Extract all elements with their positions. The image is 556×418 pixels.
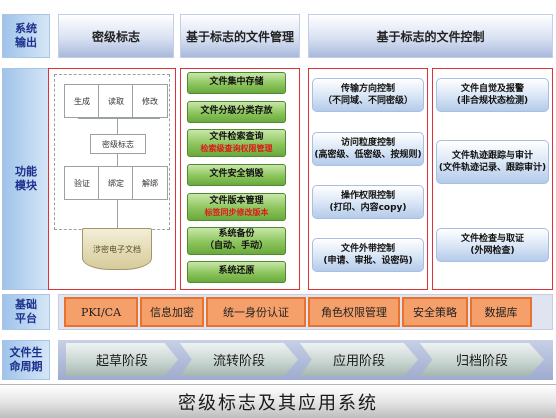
platform-database: 数据库 — [470, 297, 532, 327]
row-label-platform: 基础 平台 — [2, 294, 50, 330]
row-label-output: 系统 输出 — [2, 14, 50, 58]
btn-central-storage[interactable]: 文件集中存储 — [187, 72, 286, 94]
bind-box: 绑定 — [98, 166, 134, 200]
btn-file-search[interactable]: 文件检索查询 检索级查询权限管理 — [187, 129, 286, 157]
btn-access-granularity-control[interactable]: 访问粒度控制 (高密级、低密级、按规则) — [312, 132, 424, 166]
read-box: 读取 — [98, 84, 134, 118]
platform-encryption: 信息加密 — [140, 297, 204, 327]
row-label-function: 功能 模块 — [2, 68, 50, 290]
header-file-management: 基于标志的文件管理 — [180, 14, 300, 58]
btn-tiered-storage[interactable]: 文件分级分类存放 — [187, 101, 286, 123]
stage-archive: 归档阶段 — [420, 343, 544, 376]
unbind-box: 解绑 — [132, 166, 168, 200]
classified-document-icon: 涉密电子文档 — [82, 228, 152, 270]
platform-pki-ca: PKI/CA — [64, 297, 138, 327]
btn-secure-destroy[interactable]: 文件安全销毁 — [187, 164, 286, 186]
btn-system-backup[interactable]: 系统备份 （自动、手动） — [187, 227, 286, 255]
stage-circulation: 流转阶段 — [180, 343, 298, 376]
modify-box: 修改 — [132, 84, 168, 118]
header-security-label: 密级标志 — [58, 14, 174, 58]
stage-application: 应用阶段 — [300, 343, 418, 376]
btn-system-restore[interactable]: 系统还原 — [187, 261, 286, 283]
verify-box: 验证 — [64, 166, 100, 200]
btn-operation-permission-control[interactable]: 操作权限控制 (打印、内容copy) — [312, 185, 424, 219]
btn-file-export-control[interactable]: 文件外带控制 (申请、审批、设密码) — [312, 238, 424, 272]
btn-file-inspection[interactable]: 文件检查与取证 (外网检查) — [436, 228, 549, 262]
btn-file-trace-audit[interactable]: 文件轨迹跟踪与审计 (文件轨迹记录、跟踪审计) — [436, 140, 549, 184]
platform-role-permission: 角色权限管理 — [308, 297, 400, 327]
platform-security-policy: 安全策略 — [402, 297, 468, 327]
system-title: 密级标志及其应用系统 — [0, 384, 556, 418]
platform-identity-auth: 统一身份认证 — [206, 297, 306, 327]
generate-box: 生成 — [64, 84, 100, 118]
btn-file-alarm[interactable]: 文件自觉及报警 (非合规状态检测) — [436, 78, 549, 112]
btn-version-management[interactable]: 文件版本管理 标签同步修改版本 — [187, 193, 286, 221]
btn-transfer-direction-control[interactable]: 传输方向控制 （不同域、不同密级） — [312, 78, 424, 112]
header-file-control: 基于标志的文件控制 — [308, 14, 553, 58]
security-label-center: 密级标志 — [90, 134, 146, 154]
stage-draft: 起草阶段 — [66, 343, 178, 376]
row-label-lifecycle: 文件生 命周期 — [2, 340, 50, 380]
